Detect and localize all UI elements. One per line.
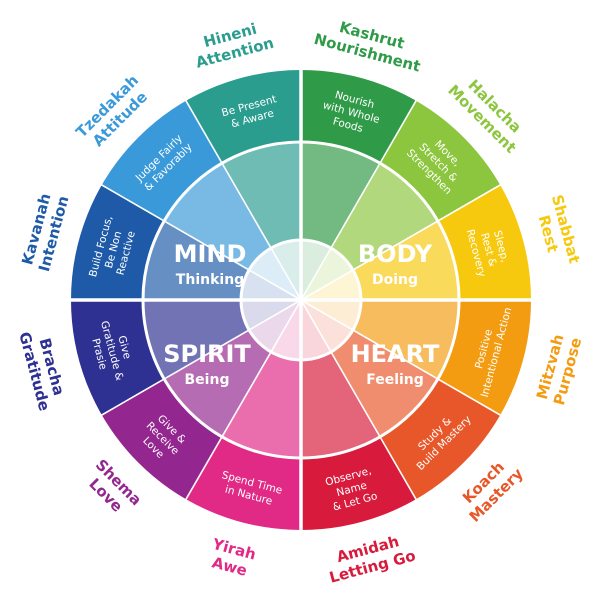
middle-ring-kavanah <box>143 221 250 300</box>
middle-ring-yirah <box>222 351 301 459</box>
quadrant-subtitle-body: Doing <box>372 272 418 288</box>
core-wedge-kashrut <box>301 240 331 300</box>
quadrant-subtitle-mind: Thinking <box>176 272 244 288</box>
divider-line <box>99 183 302 301</box>
quadrant-labels: MIND Thinking BODY Doing SPIRIT Being HE… <box>163 240 440 388</box>
core-wedge-hineni <box>271 240 301 300</box>
wheel-segments <box>69 68 533 532</box>
divider-line <box>300 98 418 301</box>
core-wedge-koach <box>301 300 353 352</box>
middle-ring-amidah <box>301 351 380 458</box>
quadrant-subtitle-spirit: Being <box>185 372 230 388</box>
middle-ring-bracha <box>143 300 250 379</box>
segment-bracha <box>69 300 165 416</box>
core-wedge-mitzvah <box>301 300 361 330</box>
core-wedge-shabbat <box>301 270 361 300</box>
core-ring <box>239 238 363 362</box>
middle-ring-tzedakah <box>164 163 271 270</box>
core-wedge-halacha <box>301 248 353 300</box>
middle-ring-halacha <box>331 163 438 270</box>
quadrant-title-heart: HEART <box>351 340 440 368</box>
middle-ring-shema <box>164 330 271 437</box>
core-wedge-bracha <box>241 300 301 330</box>
segment-tzedakah <box>100 99 222 221</box>
segment-koach <box>380 379 502 501</box>
segment-shema <box>100 379 222 501</box>
middle-ring <box>141 140 461 460</box>
quadrant-subtitle-heart: Feeling <box>366 372 424 388</box>
practice-text-line: Give <box>115 334 133 360</box>
divider-line <box>300 299 503 417</box>
middle-ring-shabbat <box>352 221 459 300</box>
segment-shabbat <box>437 184 533 300</box>
divider-line <box>184 299 302 502</box>
core-wedge-amidah <box>301 300 331 360</box>
segment-amidah <box>301 436 417 532</box>
core-wedge-kavanah <box>241 270 301 300</box>
divider-line <box>300 183 503 301</box>
wheel-dividers <box>67 66 535 534</box>
segment-yirah <box>185 436 301 532</box>
quadrant-title-body: BODY <box>358 240 433 268</box>
divider-line <box>99 299 302 417</box>
middle-ring-koach <box>331 330 438 437</box>
segment-halacha <box>380 99 502 221</box>
segment-mitzvah <box>437 300 533 416</box>
middle-ring-hineni <box>222 142 301 249</box>
divider-line <box>184 98 302 301</box>
core-wedge-shema <box>249 300 301 352</box>
segment-hineni <box>185 68 301 164</box>
segment-kavanah <box>69 184 165 300</box>
middle-ring-mitzvah <box>352 300 460 379</box>
outer-edge <box>67 66 535 534</box>
quadrant-title-mind: MIND <box>174 240 247 268</box>
quadrant-title-spirit: SPIRIT <box>163 340 251 368</box>
core-wedge-tzedakah <box>249 248 301 300</box>
segment-kashrut <box>301 68 417 164</box>
divider-line <box>300 299 418 502</box>
core-wedge-yirah <box>271 300 301 360</box>
middle-ring-kashrut <box>301 142 380 249</box>
